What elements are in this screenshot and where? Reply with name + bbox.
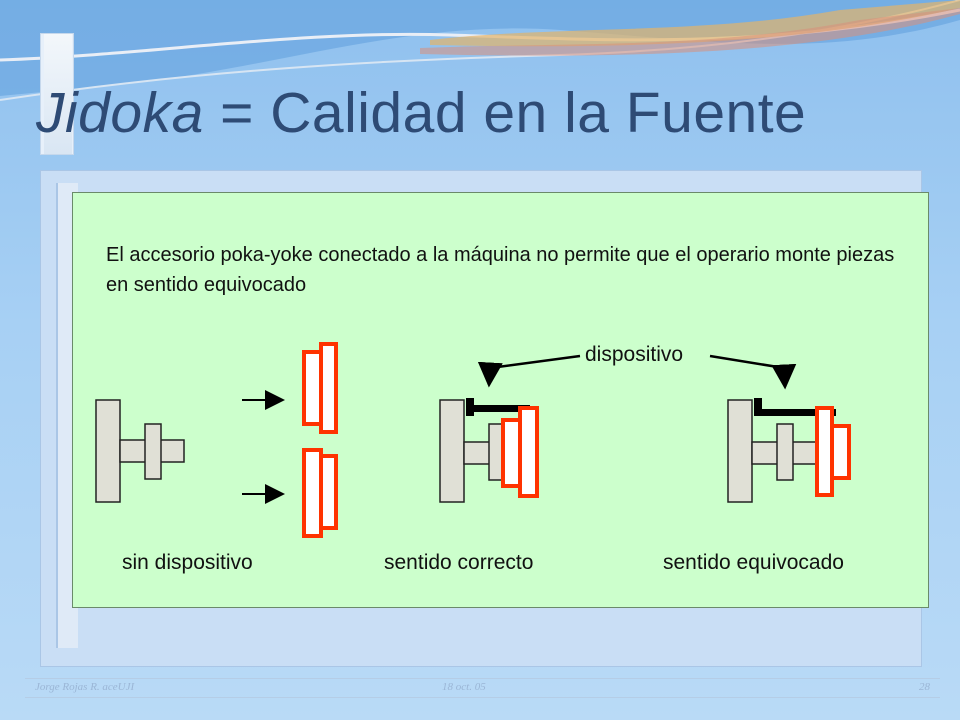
part-lower [302, 448, 338, 538]
caption-without-device: sin dispositivo [122, 551, 253, 574]
footer-date: 18 oct. 05 [442, 681, 486, 693]
title-italic: Jidoka [36, 81, 204, 145]
footer-author: Jorge Rojas R. aceUJI [35, 681, 135, 693]
caption-correct: sentido correcto [384, 551, 534, 574]
slide-title: Jidoka = Calidad en la Fuente [36, 80, 806, 146]
poka-yoke-diagram [95, 342, 851, 538]
part-correct [501, 406, 539, 498]
part-upper [302, 342, 338, 434]
device-label: dispositivo [585, 343, 684, 366]
leader-line-correct [477, 354, 581, 388]
footer: Jorge Rojas R. aceUJI 18 oct. 05 28 [25, 678, 940, 698]
decorative-wave [0, 0, 960, 101]
footer-page-number: 28 [919, 681, 930, 693]
leader-line-wrong [709, 354, 797, 390]
title-accent-bar [40, 33, 74, 155]
caption-wrong: sentido equivocado [663, 551, 844, 574]
fixture-no-device [95, 399, 185, 503]
title-rest: = Calidad en la Fuente [203, 81, 807, 145]
part-wrong [815, 406, 851, 497]
poka-yoke-panel [72, 192, 929, 608]
description-text: El accesorio poka-yoke conectado a la má… [106, 244, 895, 296]
fixture-wrong [727, 398, 836, 503]
